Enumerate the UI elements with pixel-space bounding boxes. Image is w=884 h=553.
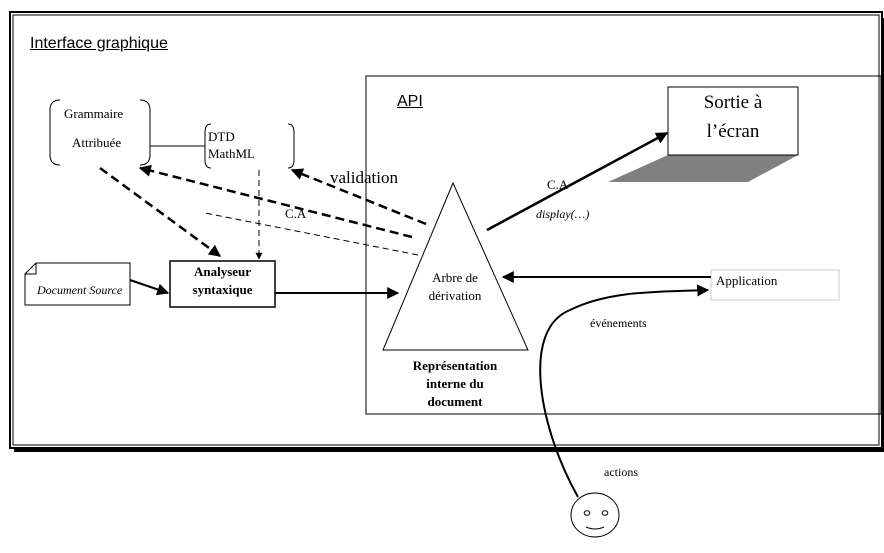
grammar-label-line1: Grammaire bbox=[64, 106, 124, 121]
screen-output-shadow bbox=[608, 155, 798, 182]
document-source-label: Document Source bbox=[37, 283, 123, 297]
user-face-icon bbox=[570, 492, 620, 538]
arrow-doc-to-parser bbox=[129, 279, 170, 296]
screen-output-box bbox=[667, 86, 799, 156]
tree-label-line2: dérivation bbox=[428, 288, 482, 303]
parser-label-line2: syntaxique bbox=[192, 282, 253, 297]
parser-label-line1: Analyseur bbox=[193, 264, 252, 279]
screen-output-line1: Sortie à bbox=[703, 92, 763, 113]
edge-label-ca-right: C.A bbox=[547, 177, 569, 192]
edge-label-ca-left: C.A bbox=[285, 206, 307, 221]
arrow-actions-curve bbox=[539, 284, 710, 498]
derivation-triangle bbox=[382, 181, 529, 351]
document-source-box bbox=[24, 262, 131, 306]
tree-label-line1: Arbre de bbox=[432, 270, 478, 285]
face-right-eye bbox=[601, 510, 609, 516]
dtd-label-line1: DTD bbox=[208, 129, 235, 144]
grammar-box bbox=[49, 99, 151, 166]
dtd-label-line2: MathML bbox=[208, 146, 255, 161]
parser-box bbox=[169, 260, 276, 308]
edge-label-display: display(…) bbox=[536, 207, 590, 221]
screen-output-line2: l’écran bbox=[706, 121, 760, 142]
edge-label-events: événements bbox=[590, 316, 647, 330]
arrow-tree-to-screen bbox=[486, 131, 669, 232]
application-label: Application bbox=[716, 273, 778, 288]
document-fold bbox=[25, 263, 37, 275]
face-mouth bbox=[585, 526, 605, 530]
representation-label-line2: interne du bbox=[426, 376, 484, 391]
face-left-eye bbox=[583, 510, 591, 516]
grammar-label-line2: Attribuée bbox=[72, 135, 122, 150]
interface-frame-inner bbox=[12, 14, 880, 446]
edge-label-validation: validation bbox=[330, 168, 398, 187]
frame-title: Interface graphique bbox=[30, 35, 168, 52]
interface-frame bbox=[9, 11, 883, 449]
application-box bbox=[710, 269, 840, 301]
arrow-validation bbox=[290, 168, 427, 226]
arrow-tree-to-grammar bbox=[138, 164, 413, 239]
arrow-grammar-to-parser bbox=[99, 166, 221, 258]
representation-label-line3: document bbox=[427, 394, 483, 409]
api-label: API bbox=[397, 93, 423, 110]
edge-label-actions: actions bbox=[604, 465, 638, 479]
representation-label-line1: Représentation bbox=[412, 358, 498, 373]
arrow-tree-ca-dashed bbox=[204, 212, 419, 256]
